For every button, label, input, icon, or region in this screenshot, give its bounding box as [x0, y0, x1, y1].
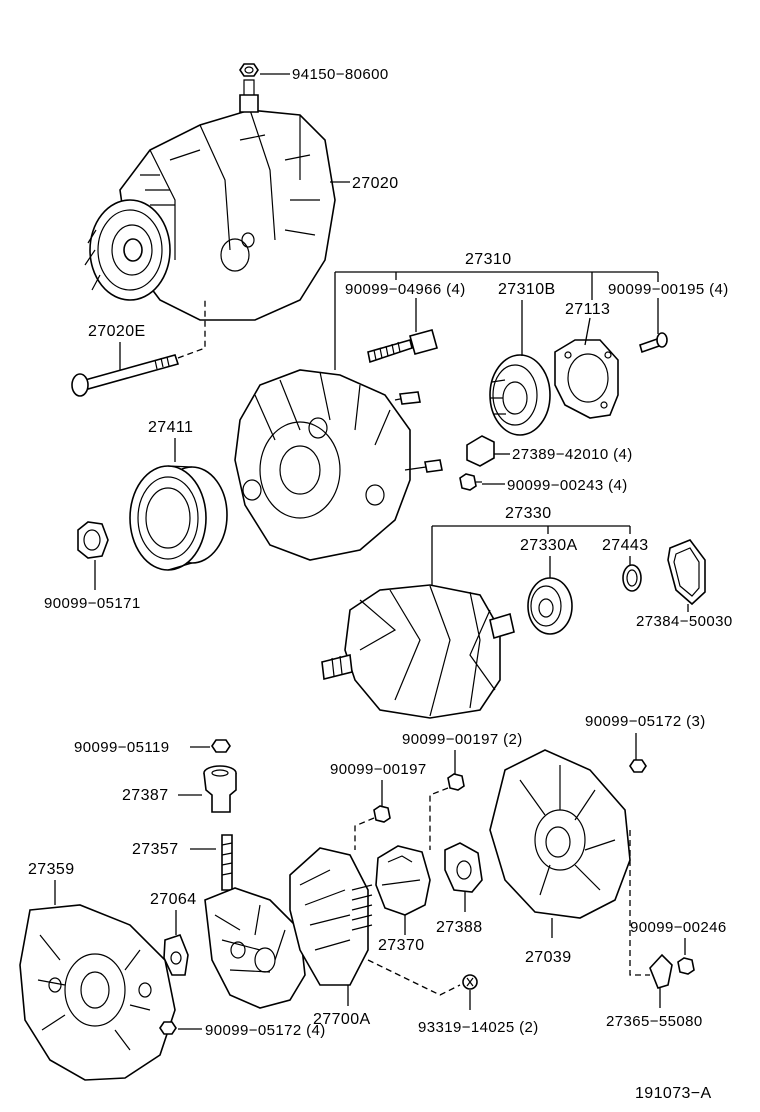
label-bearing-27310b: 27310B [498, 281, 556, 298]
label-frame-rear-27039: 27039 [525, 949, 572, 966]
terminal-27357-icon [221, 834, 233, 891]
label-brush-holder-27370: 27370 [378, 937, 425, 954]
nut-05172-3-icon [629, 759, 647, 773]
label-pulley: 27411 [148, 419, 193, 436]
rotor-icon [321, 584, 515, 719]
label-terminal-27357: 27357 [132, 841, 179, 858]
cover-50030-icon [667, 539, 706, 606]
insulator-27387-icon [203, 765, 237, 813]
brush-holder-27370-icon [375, 845, 431, 916]
label-terminal-55080: 27365−55080 [606, 1013, 703, 1030]
label-terminal-42010: 27389−42010 (4) [512, 446, 633, 463]
label-bearing-27330a: 27330A [520, 537, 578, 554]
label-regulator-27700a: 27700A [313, 1011, 371, 1028]
label-screw-0246: 90099−00246 [630, 919, 727, 936]
screw-0197-2-icon [447, 773, 465, 791]
bolt-14025-icon [462, 974, 478, 990]
rear-cover-27359-icon [19, 904, 176, 1081]
bolt-4966-icon [367, 329, 438, 364]
rectifier-holder-icon [204, 887, 306, 1009]
label-nut-05172-4: 90099−05172 (4) [205, 1022, 326, 1039]
label-bolt-4966: 90099−04966 (4) [345, 281, 466, 298]
label-nut-05119: 90099−05119 [74, 739, 169, 756]
bolt-long-icon [71, 354, 180, 397]
bearing-27310b-icon [489, 354, 551, 436]
screw-0246-icon [677, 957, 695, 975]
label-bolt-14025: 93319−14025 (2) [418, 1019, 539, 1036]
label-insulator-27387: 27387 [122, 787, 169, 804]
screw-0195-icon [639, 332, 668, 354]
label-cover-50030: 27384−50030 [636, 613, 733, 630]
seal-27064-icon [163, 934, 189, 976]
bearing-27330a-icon [527, 577, 573, 635]
frame-rear-27039-icon [489, 749, 631, 919]
label-retainer: 27113 [565, 301, 610, 318]
label-screw-0243: 90099−00243 (4) [507, 477, 628, 494]
nut-pulley-icon [77, 521, 109, 559]
label-screw-0197: 90099−00197 [330, 761, 427, 778]
ring-27443-icon [622, 564, 642, 592]
drive-end-frame-drawing [234, 369, 443, 561]
label-screw-0197-2: 90099−00197 (2) [402, 731, 523, 748]
label-bolt-long: 27020E [88, 323, 146, 340]
label-nut-pulley: 90099−05171 [44, 595, 141, 612]
diagram-id: 191073−A [635, 1085, 712, 1102]
nut-top-icon [239, 63, 259, 77]
terminal-42010-icon [466, 435, 495, 467]
nut-05119-icon [211, 739, 231, 753]
label-ring-27443: 27443 [602, 537, 649, 554]
label-nut-top: 94150−80600 [292, 66, 389, 83]
screw-0243-icon [459, 473, 482, 491]
cover-27388-icon [444, 842, 483, 893]
label-screw-0195: 90099−00195 (4) [608, 281, 729, 298]
label-rear-cover-27359: 27359 [28, 861, 75, 878]
label-rotor: 27330 [505, 505, 552, 522]
label-nut-05172-3: 90099−05172 (3) [585, 713, 706, 730]
label-cover-27388: 27388 [436, 919, 483, 936]
terminal-55080-icon [649, 953, 673, 989]
retainer-plate-icon [554, 339, 619, 419]
alternator-assembly-drawing [84, 79, 336, 321]
regulator-27700a-icon [289, 847, 373, 986]
label-seal-27064: 27064 [150, 891, 197, 908]
screw-0197-icon [373, 805, 391, 823]
pulley-icon [129, 465, 228, 571]
label-frame-drive: 27310 [465, 251, 512, 268]
nut-05172-4-icon [159, 1021, 177, 1035]
label-alternator-assy: 27020 [352, 175, 399, 192]
